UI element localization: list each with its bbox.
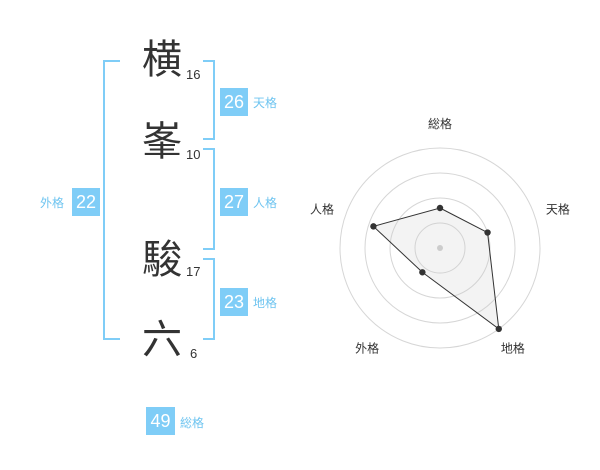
name-char-3: 駿: [142, 237, 182, 283]
radar-ring-1: [414, 222, 466, 274]
stroke-count-2: 10: [186, 147, 201, 162]
jinkaku-bracket: [203, 148, 215, 250]
name-char-1: 横: [142, 37, 182, 83]
soukaku-value: 49: [146, 407, 175, 435]
radar-point-0: [436, 204, 444, 212]
radar-point-1: [484, 229, 491, 236]
gaikaku-label: 外格: [40, 196, 65, 210]
chikaku-bracket: [203, 258, 215, 340]
radar-axis-label-0: 総格: [428, 116, 452, 131]
soukaku-label: 総格: [180, 416, 205, 430]
radar-axis-label-2: 地格: [501, 340, 525, 355]
tenkaku-label: 天格: [253, 96, 278, 110]
jinkaku-label: 人格: [253, 196, 278, 210]
stroke-count-4: 6: [190, 346, 198, 361]
gaikaku-bracket: [103, 60, 120, 340]
radar-point-3: [419, 269, 426, 276]
tenkaku-bracket: [203, 60, 215, 140]
radar-center-dot: [437, 245, 443, 251]
stroke-count-1: 16: [186, 67, 201, 82]
name-char-4: 六: [142, 317, 182, 363]
chikaku-label: 地格: [253, 296, 278, 310]
radar-ring-3: [364, 172, 516, 324]
stroke-count-3: 17: [186, 264, 201, 279]
jinkaku-value: 27: [220, 188, 248, 216]
tenkaku-value: 26: [220, 88, 248, 116]
radar-point-4: [370, 223, 377, 230]
chikaku-value: 23: [220, 288, 248, 316]
name-char-2: 峯: [142, 119, 182, 165]
radar-point-2: [495, 325, 502, 333]
radar-axis-label-3: 外格: [355, 340, 379, 355]
radar-axis-label-1: 天格: [546, 202, 570, 217]
radar-data-polygon: [372, 207, 500, 330]
gaikaku-value: 22: [72, 188, 100, 216]
radar-ring-2: [389, 197, 491, 299]
radar-axis-label-4: 人格: [310, 202, 334, 217]
radar-ring-4: [339, 147, 541, 349]
